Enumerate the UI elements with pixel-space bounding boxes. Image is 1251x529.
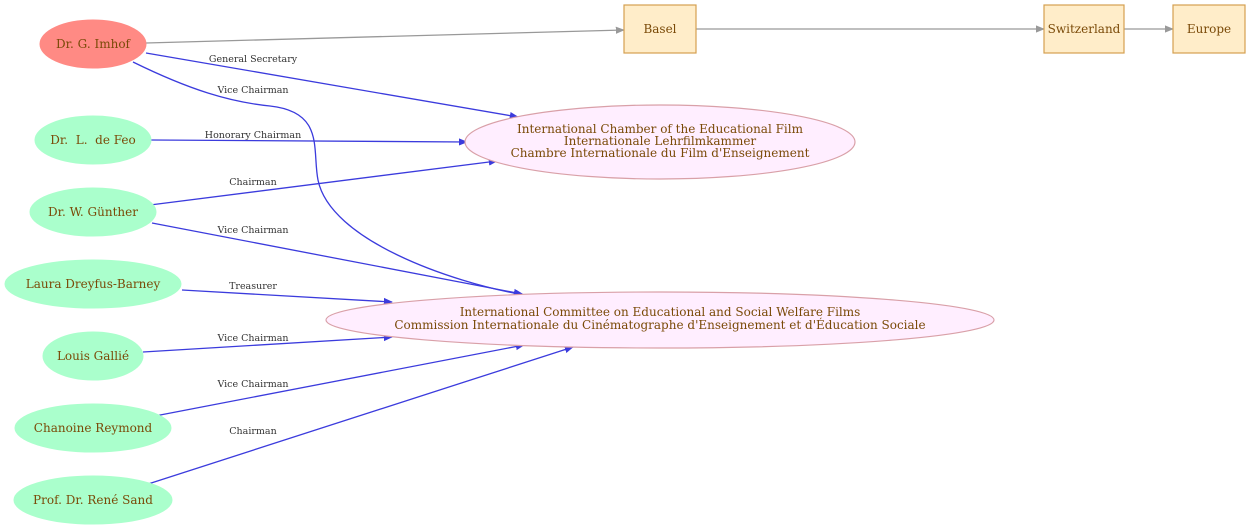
edge-imhof-chamber [145, 52, 519, 120]
node-sand[interactable]: Prof. Dr. René Sand [13, 475, 173, 525]
edge-dreyfus-committee [181, 289, 393, 306]
edge-label-defeo-chamber: Honorary Chairman [205, 130, 301, 141]
node-gunther-label: Dr. W. Günther [48, 205, 138, 219]
node-reymond-label: Chanoine Reymond [34, 421, 153, 435]
node-committee[interactable]: International Committee on Educational a… [325, 291, 995, 349]
node-chamber-line-2: Internationale Lehrfilmkammer [564, 134, 757, 148]
node-reymond[interactable]: Chanoine Reymond [14, 403, 172, 453]
node-dreyfus-label: Laura Dreyfus-Barney [26, 277, 161, 291]
node-gallie-label: Louis Gallié [57, 349, 129, 363]
node-sand-label: Prof. Dr. René Sand [33, 493, 153, 507]
edge-imhof-committee [132, 61, 525, 298]
node-imhof[interactable]: Dr. G. Imhof [39, 19, 147, 69]
edge-label-imhof-committee: Vice Chairman [216, 85, 288, 96]
edge-label-gunther-committee: Vice Chairman [216, 225, 288, 236]
node-basel[interactable]: Basel [623, 4, 697, 54]
edge-label-imhof-chamber: General Secretary [209, 54, 298, 65]
node-switzerland-label: Switzerland [1048, 22, 1121, 36]
node-switzerland[interactable]: Switzerland [1043, 4, 1125, 54]
edge-label-gallie-committee: Vice Chairman [216, 333, 288, 344]
edge-label-reymond-committee: Vice Chairman [216, 379, 288, 390]
edge-labels: General Secretary Vice Chairman Honorary… [205, 54, 301, 437]
node-chamber-line-1: International Chamber of the Educational… [517, 122, 804, 136]
edge-label-gunther-chamber: Chairman [229, 177, 276, 188]
edges [132, 25, 1174, 486]
person-nodes: Dr. G. Imhof Dr. L. de Feo Dr. W. Günthe… [4, 19, 182, 525]
node-chamber-line-3: Chambre Internationale du Film d'Enseign… [511, 146, 810, 160]
edge-gallie-committee [142, 333, 393, 353]
edge-reymond-committee [154, 342, 525, 417]
org-nodes: International Chamber of the Educational… [325, 104, 995, 349]
edge-label-sand-committee: Chairman [229, 426, 276, 437]
edge-imhof-basel [145, 26, 625, 44]
edge-sand-committee [144, 346, 574, 486]
node-basel-label: Basel [643, 22, 676, 36]
place-nodes: Basel Switzerland Europe [623, 4, 1246, 54]
node-committee-line-1: International Committee on Educational a… [460, 305, 861, 319]
node-europe-label: Europe [1187, 22, 1231, 36]
node-gunther[interactable]: Dr. W. Günther [29, 187, 157, 237]
edge-gunther-chamber [149, 158, 498, 206]
node-defeo-label: Dr. L. de Feo [50, 133, 136, 147]
edge-label-dreyfus-committee: Treasurer [229, 281, 277, 292]
node-chamber[interactable]: International Chamber of the Educational… [464, 104, 856, 180]
node-imhof-label: Dr. G. Imhof [56, 37, 132, 51]
node-europe[interactable]: Europe [1172, 4, 1246, 54]
node-gallie[interactable]: Louis Gallié [42, 331, 144, 381]
node-dreyfus[interactable]: Laura Dreyfus-Barney [4, 259, 182, 309]
node-defeo[interactable]: Dr. L. de Feo [34, 115, 152, 165]
edge-defeo-chamber [150, 138, 468, 146]
edge-gunther-committee [151, 222, 523, 297]
node-committee-line-2: Commission Internationale du Cinématogra… [394, 317, 925, 332]
